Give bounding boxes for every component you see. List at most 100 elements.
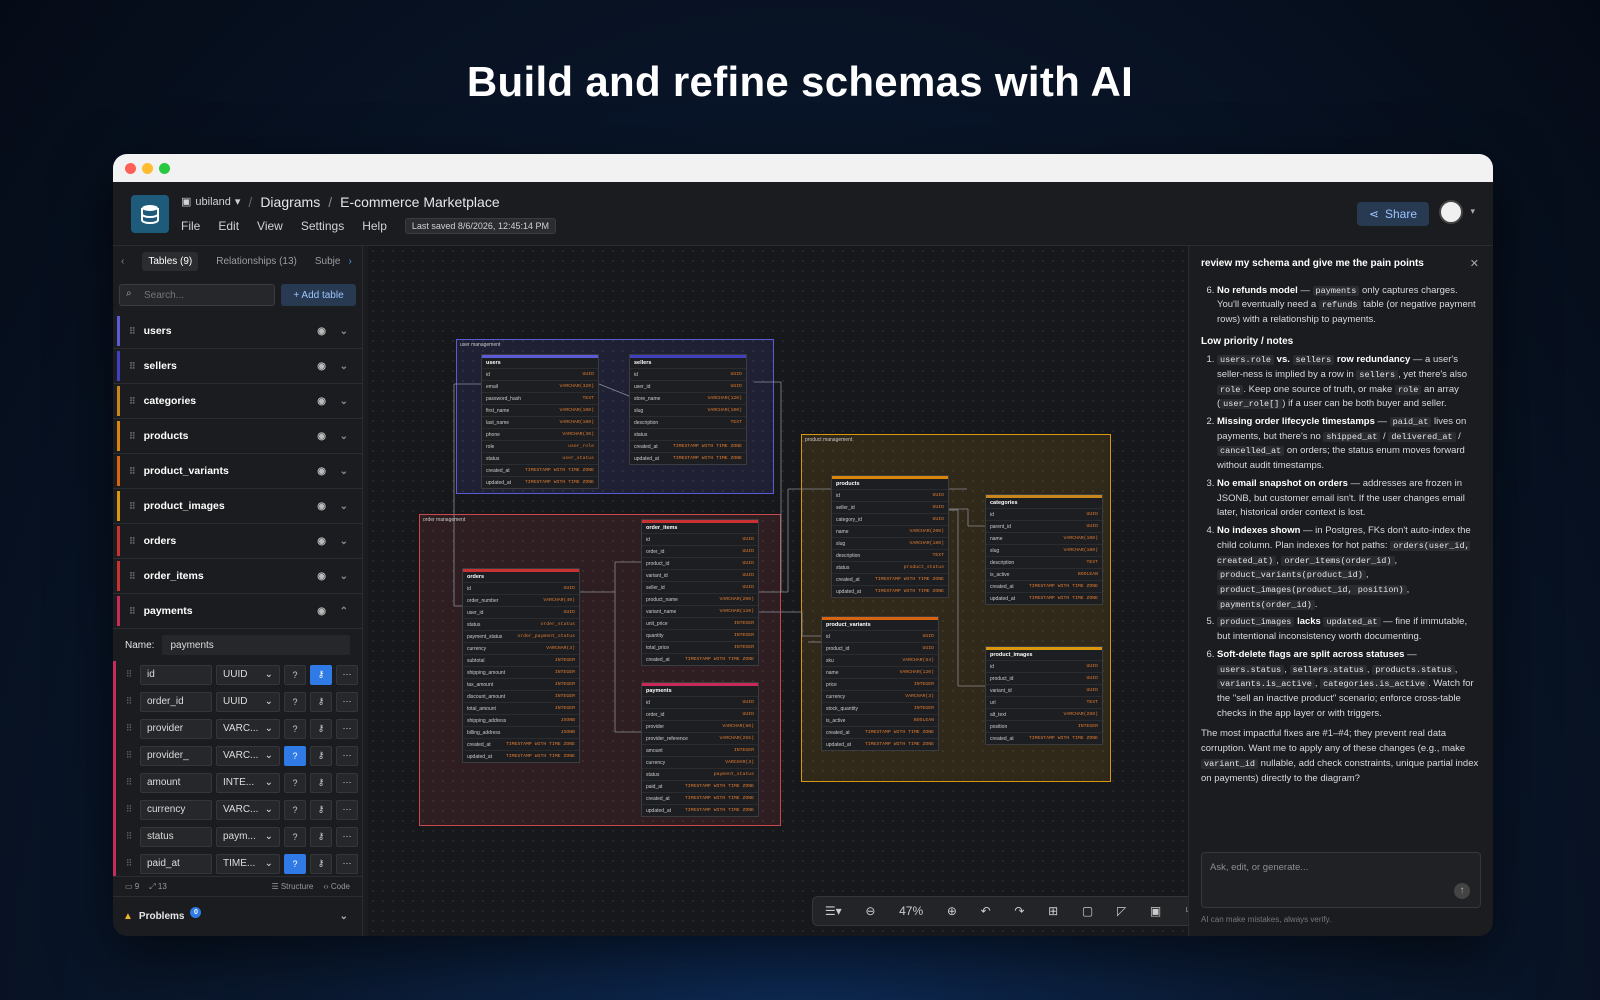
drag-handle-icon[interactable]: ⠿ bbox=[125, 858, 133, 868]
drag-handle-icon[interactable]: ⠿ bbox=[129, 605, 136, 616]
layout-menu-icon[interactable]: ☰▾ bbox=[824, 904, 842, 918]
nullable-toggle[interactable]: ? bbox=[284, 745, 306, 766]
share-button[interactable]: ⋖Share bbox=[1356, 202, 1429, 226]
visibility-icon[interactable]: ◉ bbox=[317, 605, 326, 617]
visibility-icon[interactable]: ◉ bbox=[317, 395, 326, 407]
structure-view-button[interactable]: ☰ Structure bbox=[271, 882, 314, 891]
sidebar-table-payments[interactable]: ⠿payments◉⌃ bbox=[113, 594, 362, 629]
workspace-switcher[interactable]: ▣ubiland▾ bbox=[181, 195, 241, 209]
drag-handle-icon[interactable]: ⠿ bbox=[129, 325, 136, 336]
menu-settings[interactable]: Settings bbox=[300, 218, 345, 233]
field-name-input[interactable]: id bbox=[140, 664, 212, 685]
visibility-icon[interactable]: ◉ bbox=[317, 500, 326, 512]
chevron-down-icon[interactable]: ▾ bbox=[1470, 206, 1475, 216]
chevron-down-icon[interactable]: ⌄ bbox=[339, 395, 348, 407]
sidebar-table-orders[interactable]: ⠿orders◉⌄ bbox=[113, 524, 362, 559]
menu-file[interactable]: File bbox=[181, 218, 201, 233]
field-type-select[interactable]: VARC...⌄ bbox=[216, 718, 280, 739]
field-name-input[interactable]: status bbox=[140, 826, 212, 847]
drag-handle-icon[interactable]: ⠿ bbox=[125, 669, 133, 679]
visibility-icon[interactable]: ◉ bbox=[317, 570, 326, 582]
visibility-icon[interactable]: ◉ bbox=[317, 465, 326, 477]
breadcrumb-section[interactable]: Diagrams bbox=[260, 193, 321, 210]
search-input[interactable] bbox=[119, 284, 275, 306]
chat-input[interactable]: Ask, edit, or generate... ↑ bbox=[1201, 852, 1481, 908]
field-type-select[interactable]: UUID⌄ bbox=[216, 691, 280, 712]
field-type-select[interactable]: VARC...⌄ bbox=[216, 745, 280, 766]
add-table-button[interactable]: + Add table bbox=[281, 284, 356, 306]
drag-handle-icon[interactable]: ⠿ bbox=[125, 750, 133, 760]
entity-column[interactable]: status bbox=[630, 428, 746, 440]
save-icon[interactable]: ▣ bbox=[1149, 904, 1162, 918]
drag-handle-icon[interactable]: ⠿ bbox=[129, 430, 136, 441]
key-icon[interactable]: ⚷ bbox=[310, 691, 332, 712]
chevron-down-icon[interactable]: ⌄ bbox=[339, 325, 348, 337]
add-note-icon[interactable]: ◸ bbox=[1116, 904, 1127, 918]
drag-handle-icon[interactable]: ⠿ bbox=[125, 804, 133, 814]
close-window-button[interactable] bbox=[125, 162, 136, 174]
more-options-icon[interactable]: ⋯ bbox=[336, 772, 358, 793]
nullable-toggle[interactable]: ? bbox=[284, 826, 306, 847]
tabs-next-icon[interactable]: › bbox=[348, 255, 352, 267]
field-name-input[interactable]: order_id bbox=[140, 691, 212, 712]
user-avatar[interactable] bbox=[1439, 200, 1463, 224]
key-icon[interactable]: ⚷ bbox=[310, 718, 332, 739]
drag-handle-icon[interactable]: ⠿ bbox=[129, 360, 136, 371]
sidebar-table-product-variants[interactable]: ⠿product_variants◉⌄ bbox=[113, 454, 362, 489]
nullable-toggle[interactable]: ? bbox=[284, 718, 306, 739]
key-icon[interactable]: ⚷ bbox=[310, 853, 332, 874]
key-icon[interactable]: ⚷ bbox=[310, 772, 332, 793]
add-area-icon[interactable]: ▢ bbox=[1081, 904, 1094, 918]
close-icon[interactable]: ✕ bbox=[1469, 258, 1479, 270]
sidebar-table-products[interactable]: ⠿products◉⌄ bbox=[113, 419, 362, 454]
redo-icon[interactable]: ↷ bbox=[1014, 904, 1025, 918]
tab-tables[interactable]: Tables (9) bbox=[142, 251, 199, 271]
nullable-toggle[interactable]: ? bbox=[284, 853, 306, 874]
drag-handle-icon[interactable]: ⠿ bbox=[129, 465, 136, 476]
send-icon[interactable]: ↑ bbox=[1454, 883, 1470, 899]
undo-icon[interactable]: ↶ bbox=[980, 904, 991, 918]
chevron-down-icon[interactable]: ⌄ bbox=[339, 465, 348, 477]
more-options-icon[interactable]: ⋯ bbox=[336, 745, 358, 766]
maximize-window-button[interactable] bbox=[159, 162, 170, 174]
sidebar-table-product-images[interactable]: ⠿product_images◉⌄ bbox=[113, 489, 362, 524]
key-icon[interactable]: ⚷ bbox=[310, 826, 332, 847]
